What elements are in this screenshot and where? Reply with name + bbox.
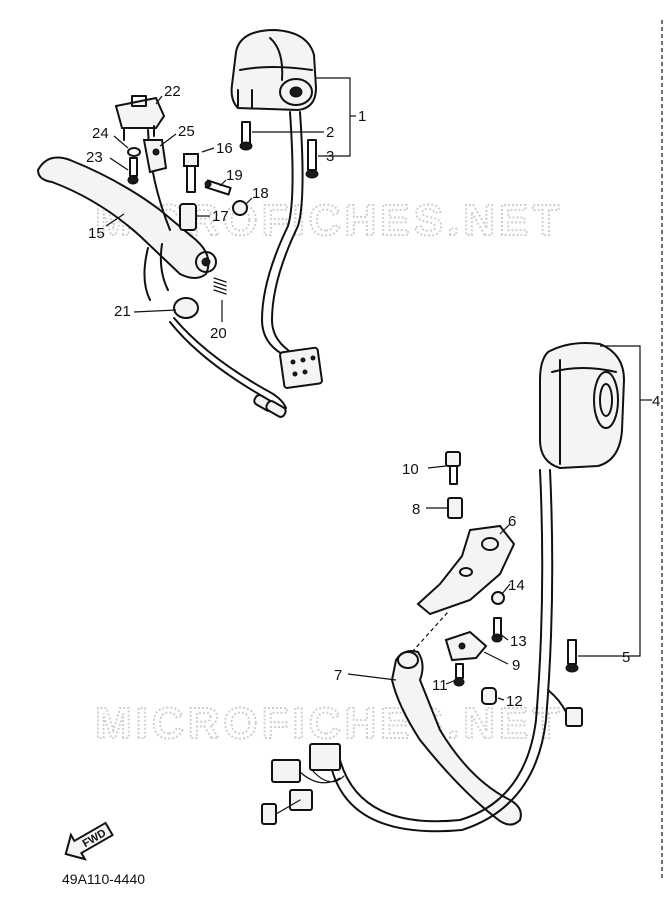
washer-24 [127, 147, 141, 157]
label-part-12: 12 [506, 693, 523, 710]
bracket-25 [142, 139, 168, 174]
collar-17 [179, 203, 197, 231]
connector-right [565, 707, 583, 727]
switch-9 [444, 630, 488, 662]
perch-cable [143, 247, 151, 301]
label-part-7: 7 [334, 667, 342, 684]
label-part-3: 3 [326, 148, 334, 165]
label-part-1: 1 [358, 108, 366, 125]
label-part-14: 14 [508, 577, 525, 594]
label-part-4: 4 [652, 393, 660, 410]
switch-cable-upper [261, 111, 294, 355]
screw-5 [565, 639, 579, 673]
label-part-20: 20 [210, 325, 227, 342]
label-part-9: 9 [512, 657, 520, 674]
nut-14 [491, 591, 505, 605]
spring-20 [213, 277, 227, 295]
switch-housing-lower [539, 342, 626, 470]
bolt-16 [183, 153, 199, 193]
label-part-2: 2 [326, 124, 334, 141]
brake-lever-7 [390, 650, 522, 826]
screw-3 [305, 139, 319, 179]
label-part-24: 24 [92, 125, 109, 142]
label-part-22: 22 [164, 83, 181, 100]
label-part-6: 6 [508, 513, 516, 530]
label-part-19: 19 [226, 167, 243, 184]
pin-10 [445, 451, 461, 485]
rubber-21 [173, 297, 199, 319]
switch-22 [114, 95, 166, 141]
label-part-23: 23 [86, 149, 103, 166]
switch-cable-lower [339, 469, 544, 823]
screw-11 [453, 663, 465, 687]
fwd-arrow-icon: FWD [64, 821, 114, 861]
label-part-10: 10 [402, 461, 419, 478]
label-part-18: 18 [252, 185, 269, 202]
label-part-16: 16 [216, 140, 233, 157]
label-part-21: 21 [114, 303, 131, 320]
screw-13 [491, 617, 503, 643]
bolt-19 [204, 179, 232, 196]
bullet-connectors [253, 394, 287, 418]
screw-2 [239, 121, 253, 151]
screw-23 [127, 157, 139, 185]
collar-8 [447, 497, 463, 519]
label-part-13: 13 [510, 633, 527, 650]
diagram-code: 49A110-4440 [62, 871, 145, 887]
switch-housing-upper [230, 28, 318, 112]
connector-cluster [261, 743, 345, 825]
watermark-bottom: MICROFICHES.NET [95, 699, 563, 748]
label-part-8: 8 [412, 501, 420, 518]
label-part-5: 5 [622, 649, 630, 666]
connector-upper [279, 346, 323, 389]
clutch-lever-15 [36, 156, 217, 279]
label-part-25: 25 [178, 123, 195, 140]
collar-12 [481, 687, 497, 705]
nut-18 [232, 200, 248, 216]
label-part-15: 15 [88, 225, 105, 242]
lever-bracket-6 [416, 524, 516, 616]
label-part-17: 17 [212, 208, 229, 225]
label-part-11: 11 [432, 677, 448, 694]
